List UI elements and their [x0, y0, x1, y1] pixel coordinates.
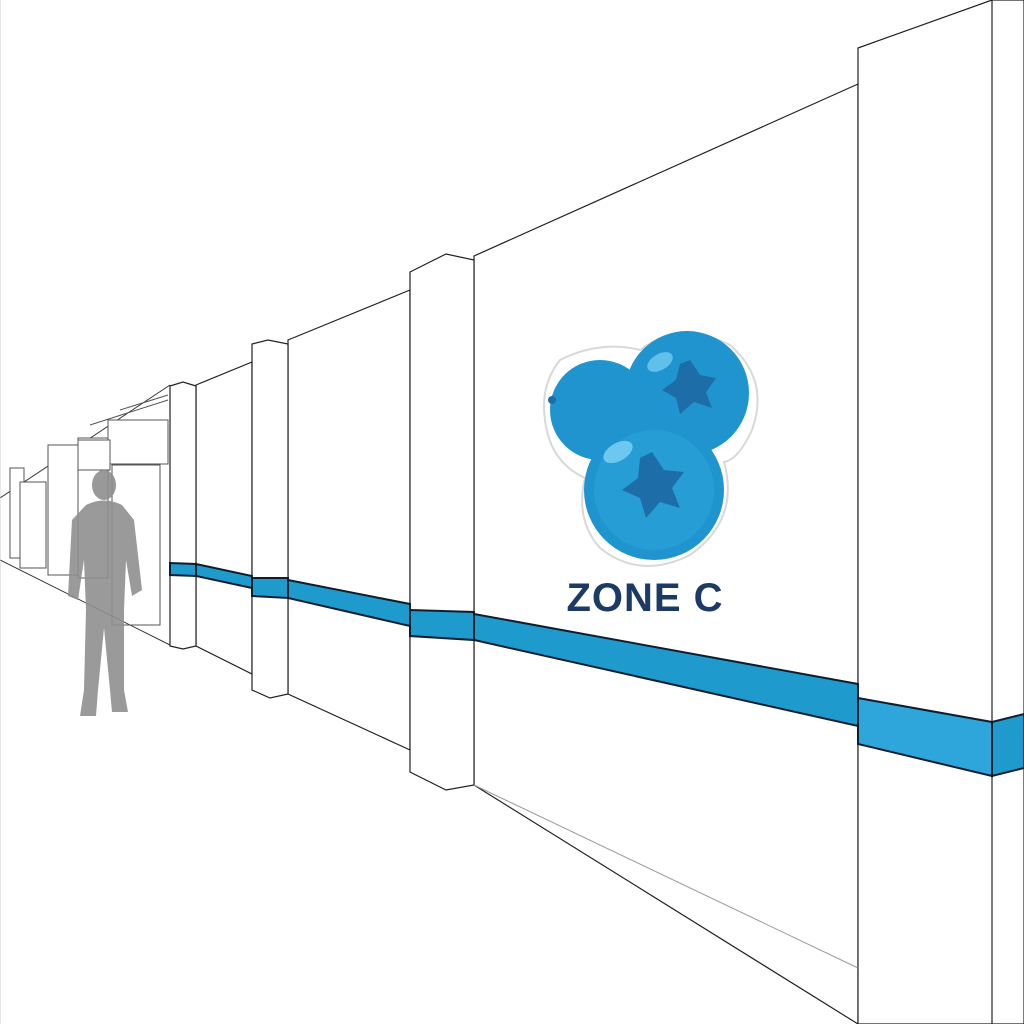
floor-lines — [473, 784, 859, 969]
wall-stripe — [169, 561, 1024, 778]
zone-label: ZONE C — [566, 576, 724, 620]
wall-panels — [195, 83, 859, 1024]
person-silhouette — [68, 470, 142, 716]
blueberries-icon — [543, 331, 759, 567]
